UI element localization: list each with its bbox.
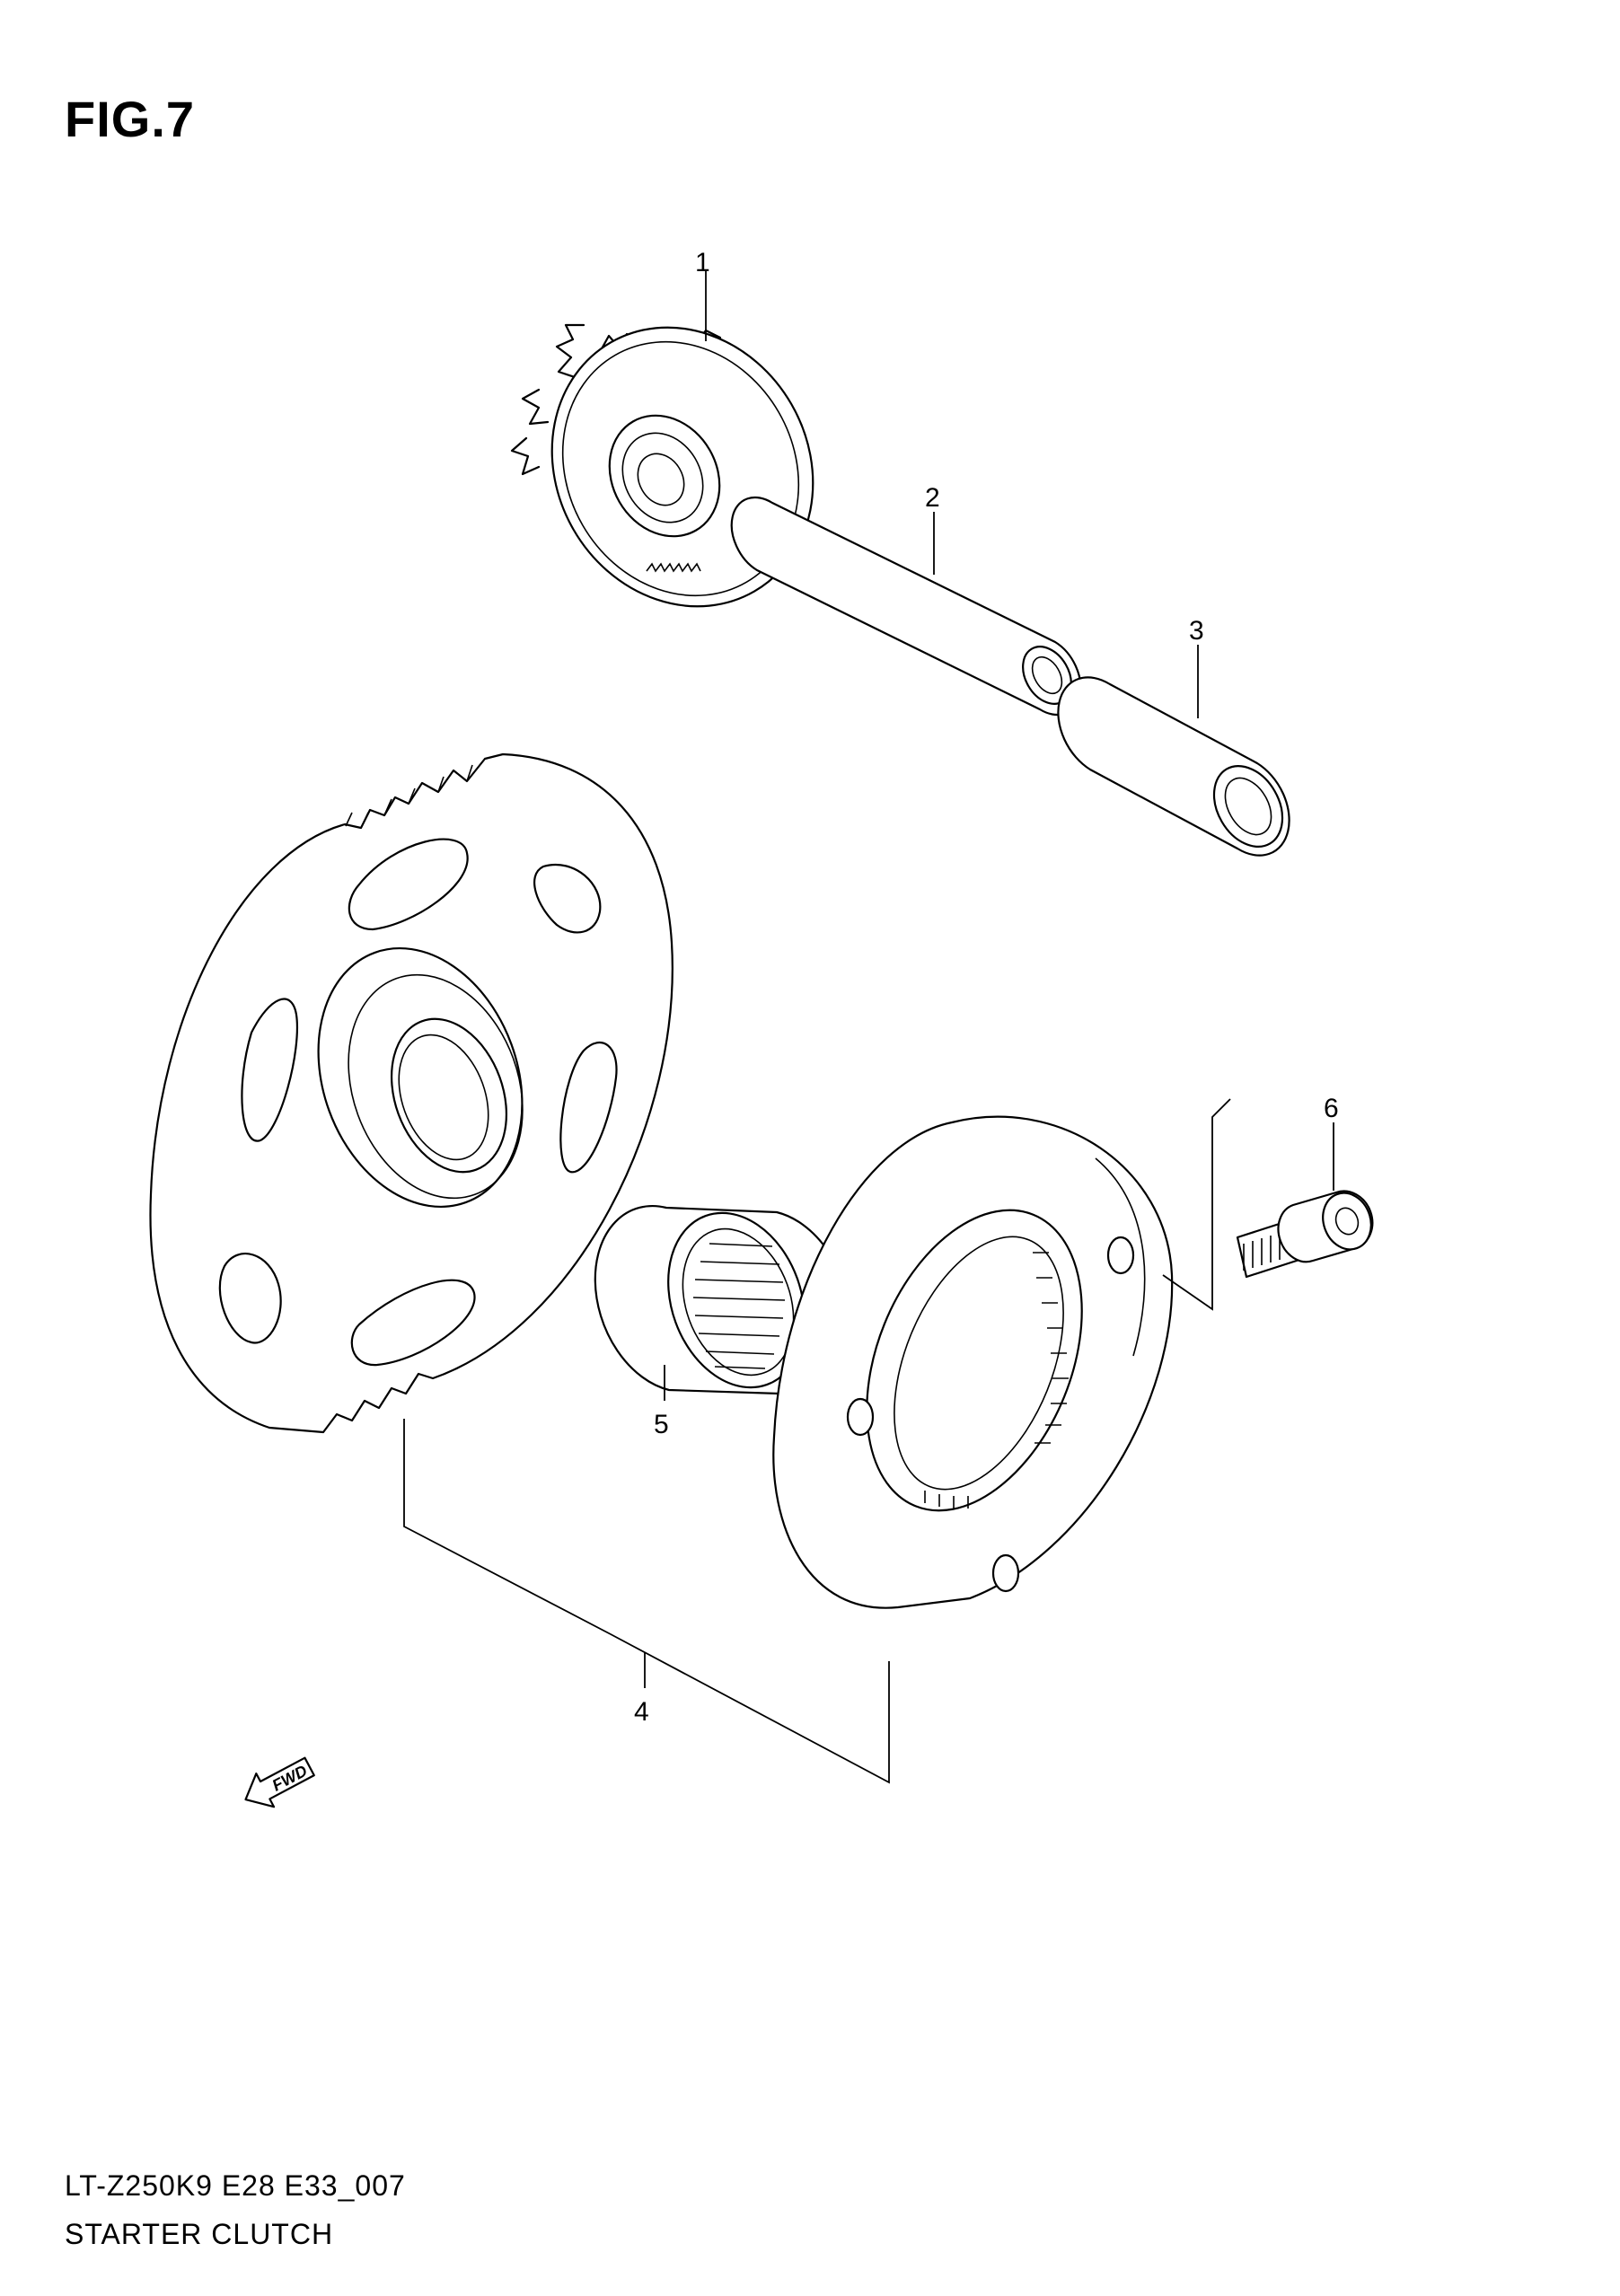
fwd-arrow-icon: FWD — [244, 1756, 315, 1808]
part-4-driven-gear — [149, 752, 674, 1434]
part-3-bushing — [1057, 676, 1290, 857]
clutch-rollers — [924, 1252, 1069, 1509]
bearing-needles — [692, 1243, 786, 1369]
callout-6: 6 — [1324, 1094, 1339, 1123]
leader-lines — [403, 271, 1334, 1784]
part-2-shaft — [730, 496, 1082, 717]
diagram-code: LT-Z250K9 E28 E33_007 — [65, 2169, 406, 2202]
part-1-idle-gear — [510, 323, 814, 608]
callout-5: 5 — [654, 1410, 669, 1439]
assembly-name: STARTER CLUTCH — [65, 2218, 334, 2250]
callouts: 1 2 3 4 5 6 — [634, 248, 1339, 1727]
figure-title: FIG.7 — [65, 91, 196, 147]
gear-windows — [218, 838, 618, 1367]
callout-1: 1 — [695, 248, 710, 277]
part-6-bolt — [1236, 1190, 1374, 1279]
callout-2: 2 — [925, 483, 940, 513]
callout-3: 3 — [1189, 616, 1204, 646]
callout-4: 4 — [634, 1697, 649, 1727]
part-4-clutch-body — [772, 1115, 1174, 1609]
